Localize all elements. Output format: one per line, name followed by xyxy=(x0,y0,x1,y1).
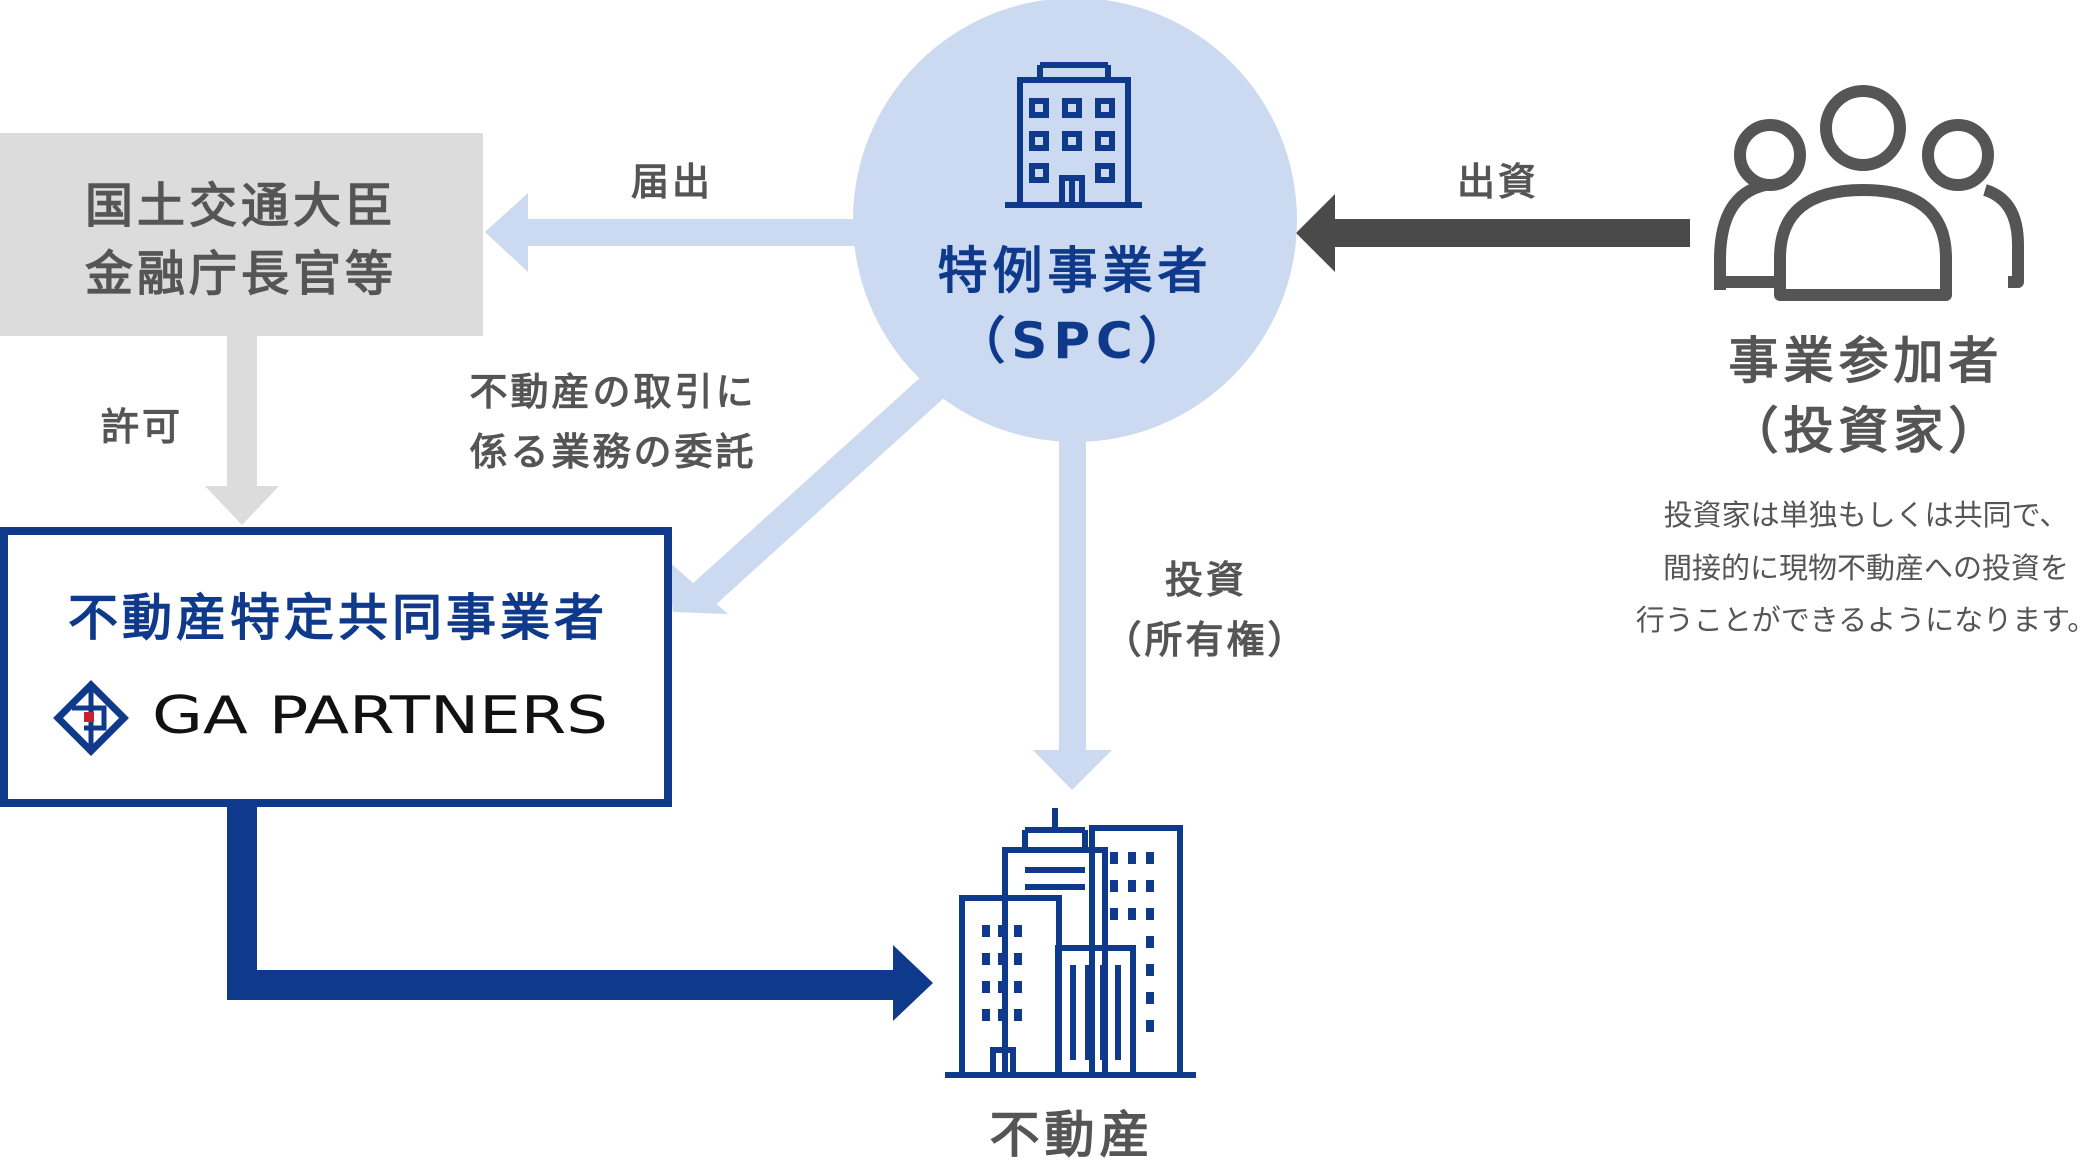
delegation-label-line2: 係る業務の委託 xyxy=(469,430,756,474)
management-arrow xyxy=(227,803,933,1021)
contribution-label: 出資 xyxy=(1457,160,1539,204)
regulator-label-line1: 国土交通大臣 xyxy=(85,178,397,234)
spc-label-line2: （SPC） xyxy=(955,312,1194,370)
window-dots xyxy=(982,852,1154,1032)
investor-note-line1: 投資家は単独もしくは共同で、 xyxy=(1664,498,2069,532)
city-buildings-icon xyxy=(945,808,1196,1078)
property-node: 不動産 xyxy=(945,808,1196,1164)
investment-label-line1: 投資 xyxy=(1165,558,1247,602)
notification-arrow xyxy=(485,193,858,272)
investor-label-line1: 事業参加者 xyxy=(1729,332,2004,390)
operator-node: 不動産特定共同事業者 GA PARTNERS xyxy=(0,527,672,807)
regulator-label-line2: 金融庁長官等 xyxy=(84,246,397,302)
investment-arrow xyxy=(1033,430,1112,790)
spc-label-line1: 特例事業者 xyxy=(938,242,1213,300)
permission-label: 許可 xyxy=(101,405,183,449)
permission-arrow xyxy=(205,336,279,525)
delegation-label-line1: 不動産の取引に xyxy=(469,370,756,414)
office-building-icon xyxy=(1005,62,1142,208)
notification-label: 届出 xyxy=(631,160,713,204)
regulator-box xyxy=(0,133,483,336)
spc-circle xyxy=(853,0,1297,442)
people-group-icon xyxy=(1714,85,2024,301)
regulator-node: 国土交通大臣 金融庁長官等 xyxy=(0,133,483,336)
company-name: GA PARTNERS xyxy=(152,686,608,746)
property-label: 不動産 xyxy=(990,1106,1155,1164)
investor-note-line3: 行うことができるようになります。 xyxy=(1636,603,2086,637)
investor-note-line2: 間接的に現物不動産への投資を xyxy=(1663,551,2069,585)
contribution-arrow xyxy=(1296,194,1690,272)
spc-node: 特例事業者 （SPC） xyxy=(853,0,1297,442)
ga-partners-logo: GA PARTNERS xyxy=(53,680,608,756)
investment-label-line2: （所有権） xyxy=(1103,618,1308,662)
delegation-arrow xyxy=(667,375,945,614)
operator-title: 不動産特定共同事業者 xyxy=(68,589,608,647)
operator-box xyxy=(0,527,672,807)
investor-label-line2: （投資家） xyxy=(1729,402,2004,460)
investor-node: 事業参加者 （投資家） 投資家は単独もしくは共同で、 間接的に現物不動産への投資… xyxy=(1636,85,2086,637)
